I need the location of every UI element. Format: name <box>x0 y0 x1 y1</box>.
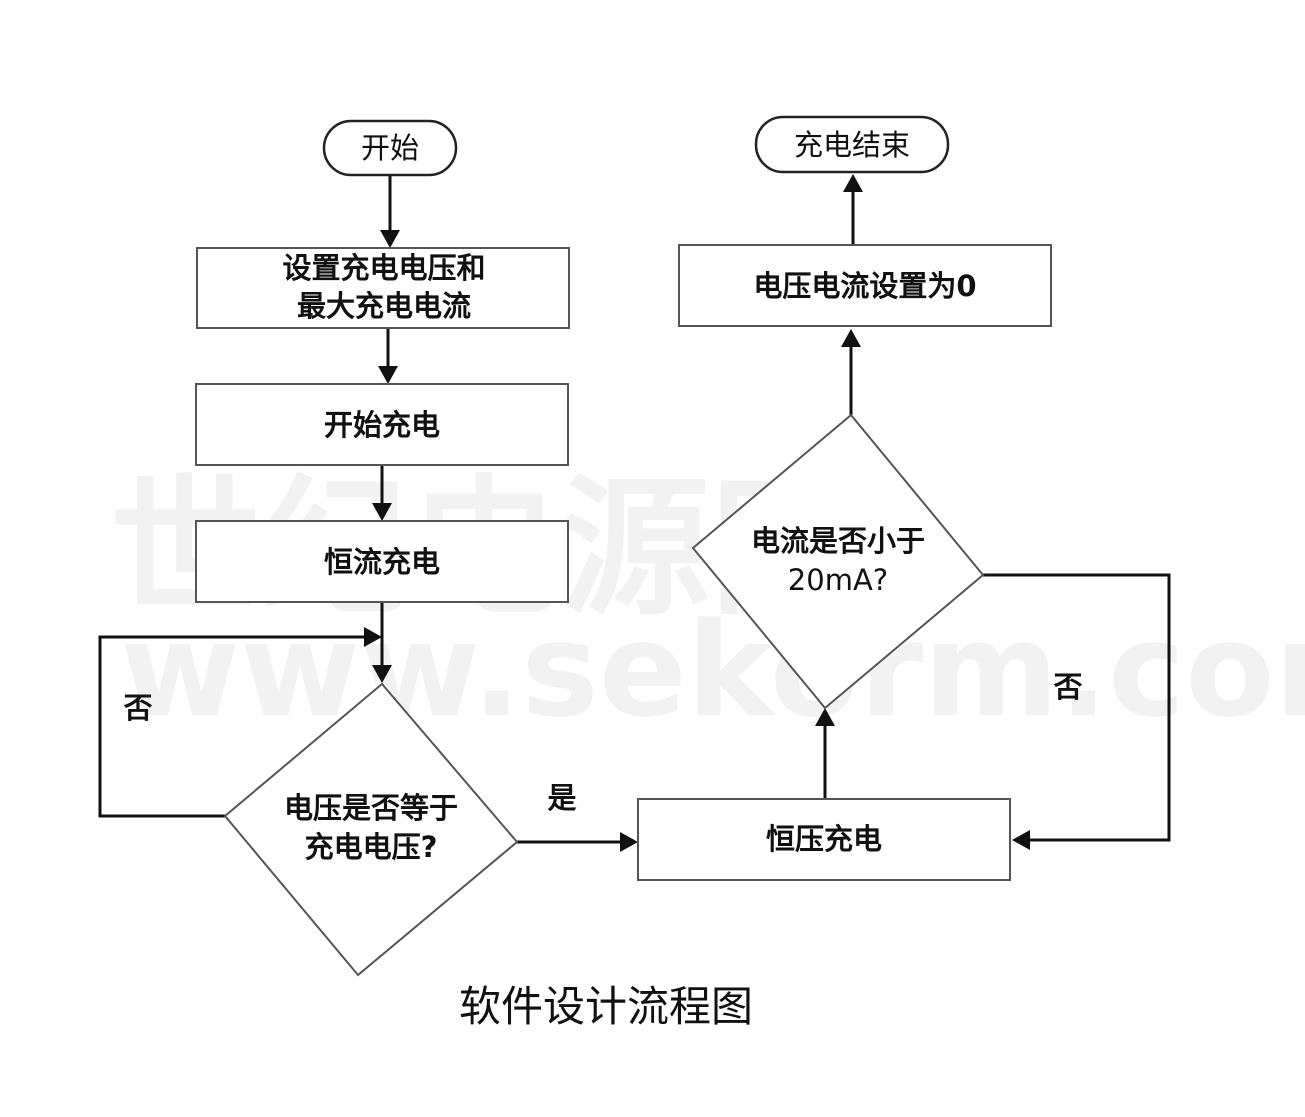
arrowhead <box>378 366 398 384</box>
watermark: 世纪电源网 www.sekorm.com <box>110 462 1305 746</box>
set-params-box <box>196 247 570 329</box>
voltage-check-label-line1: 电压是否等于 <box>284 791 458 825</box>
node-end: 充电结束 <box>754 115 950 174</box>
node-set-params: 设置充电电压和 最大充电电流 <box>196 247 570 329</box>
cv-charge-box <box>637 798 1011 881</box>
current-check-label-line2: 20mA? <box>788 563 888 597</box>
cv-charge-label: 恒压充电 <box>766 822 882 856</box>
current-check-diamond <box>691 413 985 710</box>
cc-charge-label: 恒流充电 <box>324 545 440 579</box>
edge-label-voltage-yes: 是 <box>547 781 576 815</box>
arrowhead <box>364 627 382 647</box>
node-start: 开始 <box>322 119 458 177</box>
set-params-label-line1: 设置充电电压和 <box>282 251 485 285</box>
voltage-check-diamond <box>223 682 519 977</box>
node-begin-charge: 开始充电 <box>195 383 569 466</box>
end-label: 充电结束 <box>794 128 910 162</box>
begin-charge-box <box>195 383 569 466</box>
arrowhead <box>843 174 863 192</box>
edge-voltage-no-loop <box>98 635 364 818</box>
set-params-label-line2: 最大充电电流 <box>297 289 471 323</box>
arrowhead <box>372 503 392 521</box>
node-cv-charge: 恒压充电 <box>637 798 1011 881</box>
edge-label-voltage-no: 否 <box>123 691 152 725</box>
current-check-label-line1: 电流是否小于 <box>751 524 925 558</box>
arrowhead <box>815 708 835 726</box>
voltage-check-label-line2: 充电电压? <box>305 830 438 864</box>
edge-label-current-no: 否 <box>1053 670 1082 704</box>
arrowhead <box>372 665 392 683</box>
node-voltage-check: 电压是否等于 充电电压? <box>223 682 519 977</box>
start-terminal-shape <box>322 119 458 177</box>
start-label: 开始 <box>361 131 419 165</box>
arrowhead <box>1012 830 1030 850</box>
begin-charge-label: 开始充电 <box>324 408 440 442</box>
end-terminal-shape <box>754 115 950 174</box>
node-reset: 电压电流设置为0 <box>678 244 1052 327</box>
arrowhead <box>620 832 638 852</box>
node-cc-charge: 恒流充电 <box>195 520 569 603</box>
reset-label: 电压电流设置为0 <box>753 269 976 303</box>
connectors <box>98 174 1171 852</box>
cc-charge-box <box>195 520 569 603</box>
watermark-line2: www.sekorm.com <box>120 594 1305 746</box>
figure-caption: 软件设计流程图 <box>459 982 753 1031</box>
arrowhead <box>841 329 861 347</box>
arrowhead <box>380 230 400 248</box>
reset-box <box>678 244 1052 327</box>
edge-current-no-loop <box>983 573 1171 842</box>
node-current-check: 电流是否小于 20mA? <box>691 413 985 710</box>
